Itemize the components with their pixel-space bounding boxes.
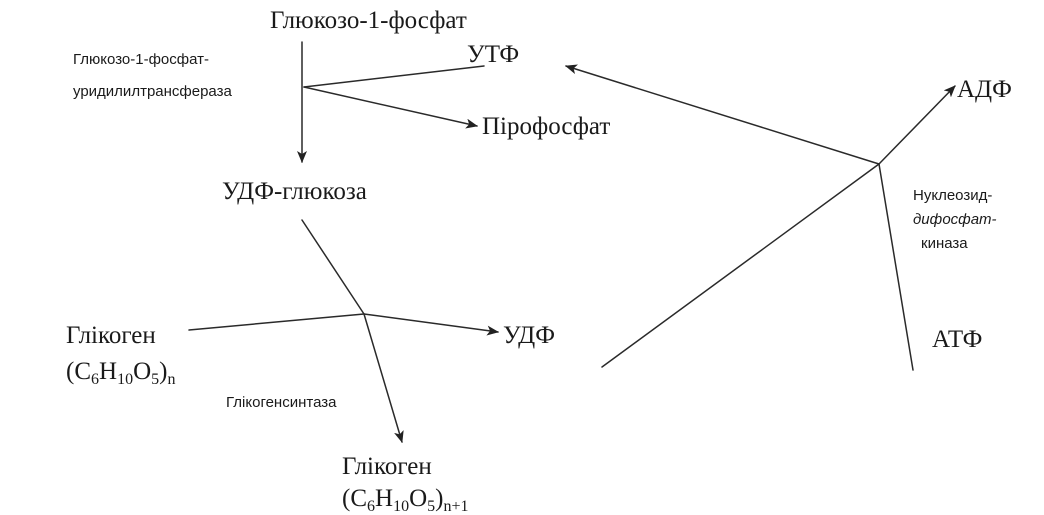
utp-input-line xyxy=(303,65,485,88)
adp-output-arrow xyxy=(878,85,956,165)
glycogen-synthase-label: Глікогенсинтаза xyxy=(226,394,337,411)
ndk-label-line2: дифосфат- xyxy=(913,211,997,228)
ndk-label-line1: Нуклеозид- xyxy=(913,187,993,204)
udp-glucose-label: УДФ-глюкоза xyxy=(222,178,367,205)
pyrophosphate-label: Пірофосфат xyxy=(482,113,611,140)
pyrophosphate-output-arrow xyxy=(303,86,478,129)
udp-output-arrow xyxy=(363,313,499,336)
utp-label: УТФ xyxy=(467,41,520,68)
glycogen-n1-formula: (C6H10O5)n+1 xyxy=(342,485,469,515)
glycogen-n1-name: Глікоген xyxy=(342,453,432,480)
utp-regeneration-arrow xyxy=(565,64,880,165)
glycogen-synthesis-arrow xyxy=(363,313,404,443)
adp-label: АДФ xyxy=(957,76,1012,103)
uridylyltransferase-label-line2: уридилилтрансфераза xyxy=(73,83,232,100)
atp-label: АТФ xyxy=(932,326,983,353)
udp-label: УДФ xyxy=(503,322,555,349)
glucose-1-phosphate-label: Глюкозо-1-фосфат xyxy=(270,7,467,34)
udp-recycle-line xyxy=(601,163,880,368)
glycogen-n-formula: (C6H10O5)n xyxy=(66,358,176,388)
glycogen-input-line xyxy=(188,313,365,331)
glycogen-n-name: Глікоген xyxy=(66,322,156,349)
udpg-to-node-line xyxy=(301,219,365,315)
ndk-label-line3: киназа xyxy=(921,235,968,252)
uridylyltransferase-label-line1: Глюкозо-1-фосфат- xyxy=(73,51,209,68)
atp-input-line xyxy=(878,163,914,371)
